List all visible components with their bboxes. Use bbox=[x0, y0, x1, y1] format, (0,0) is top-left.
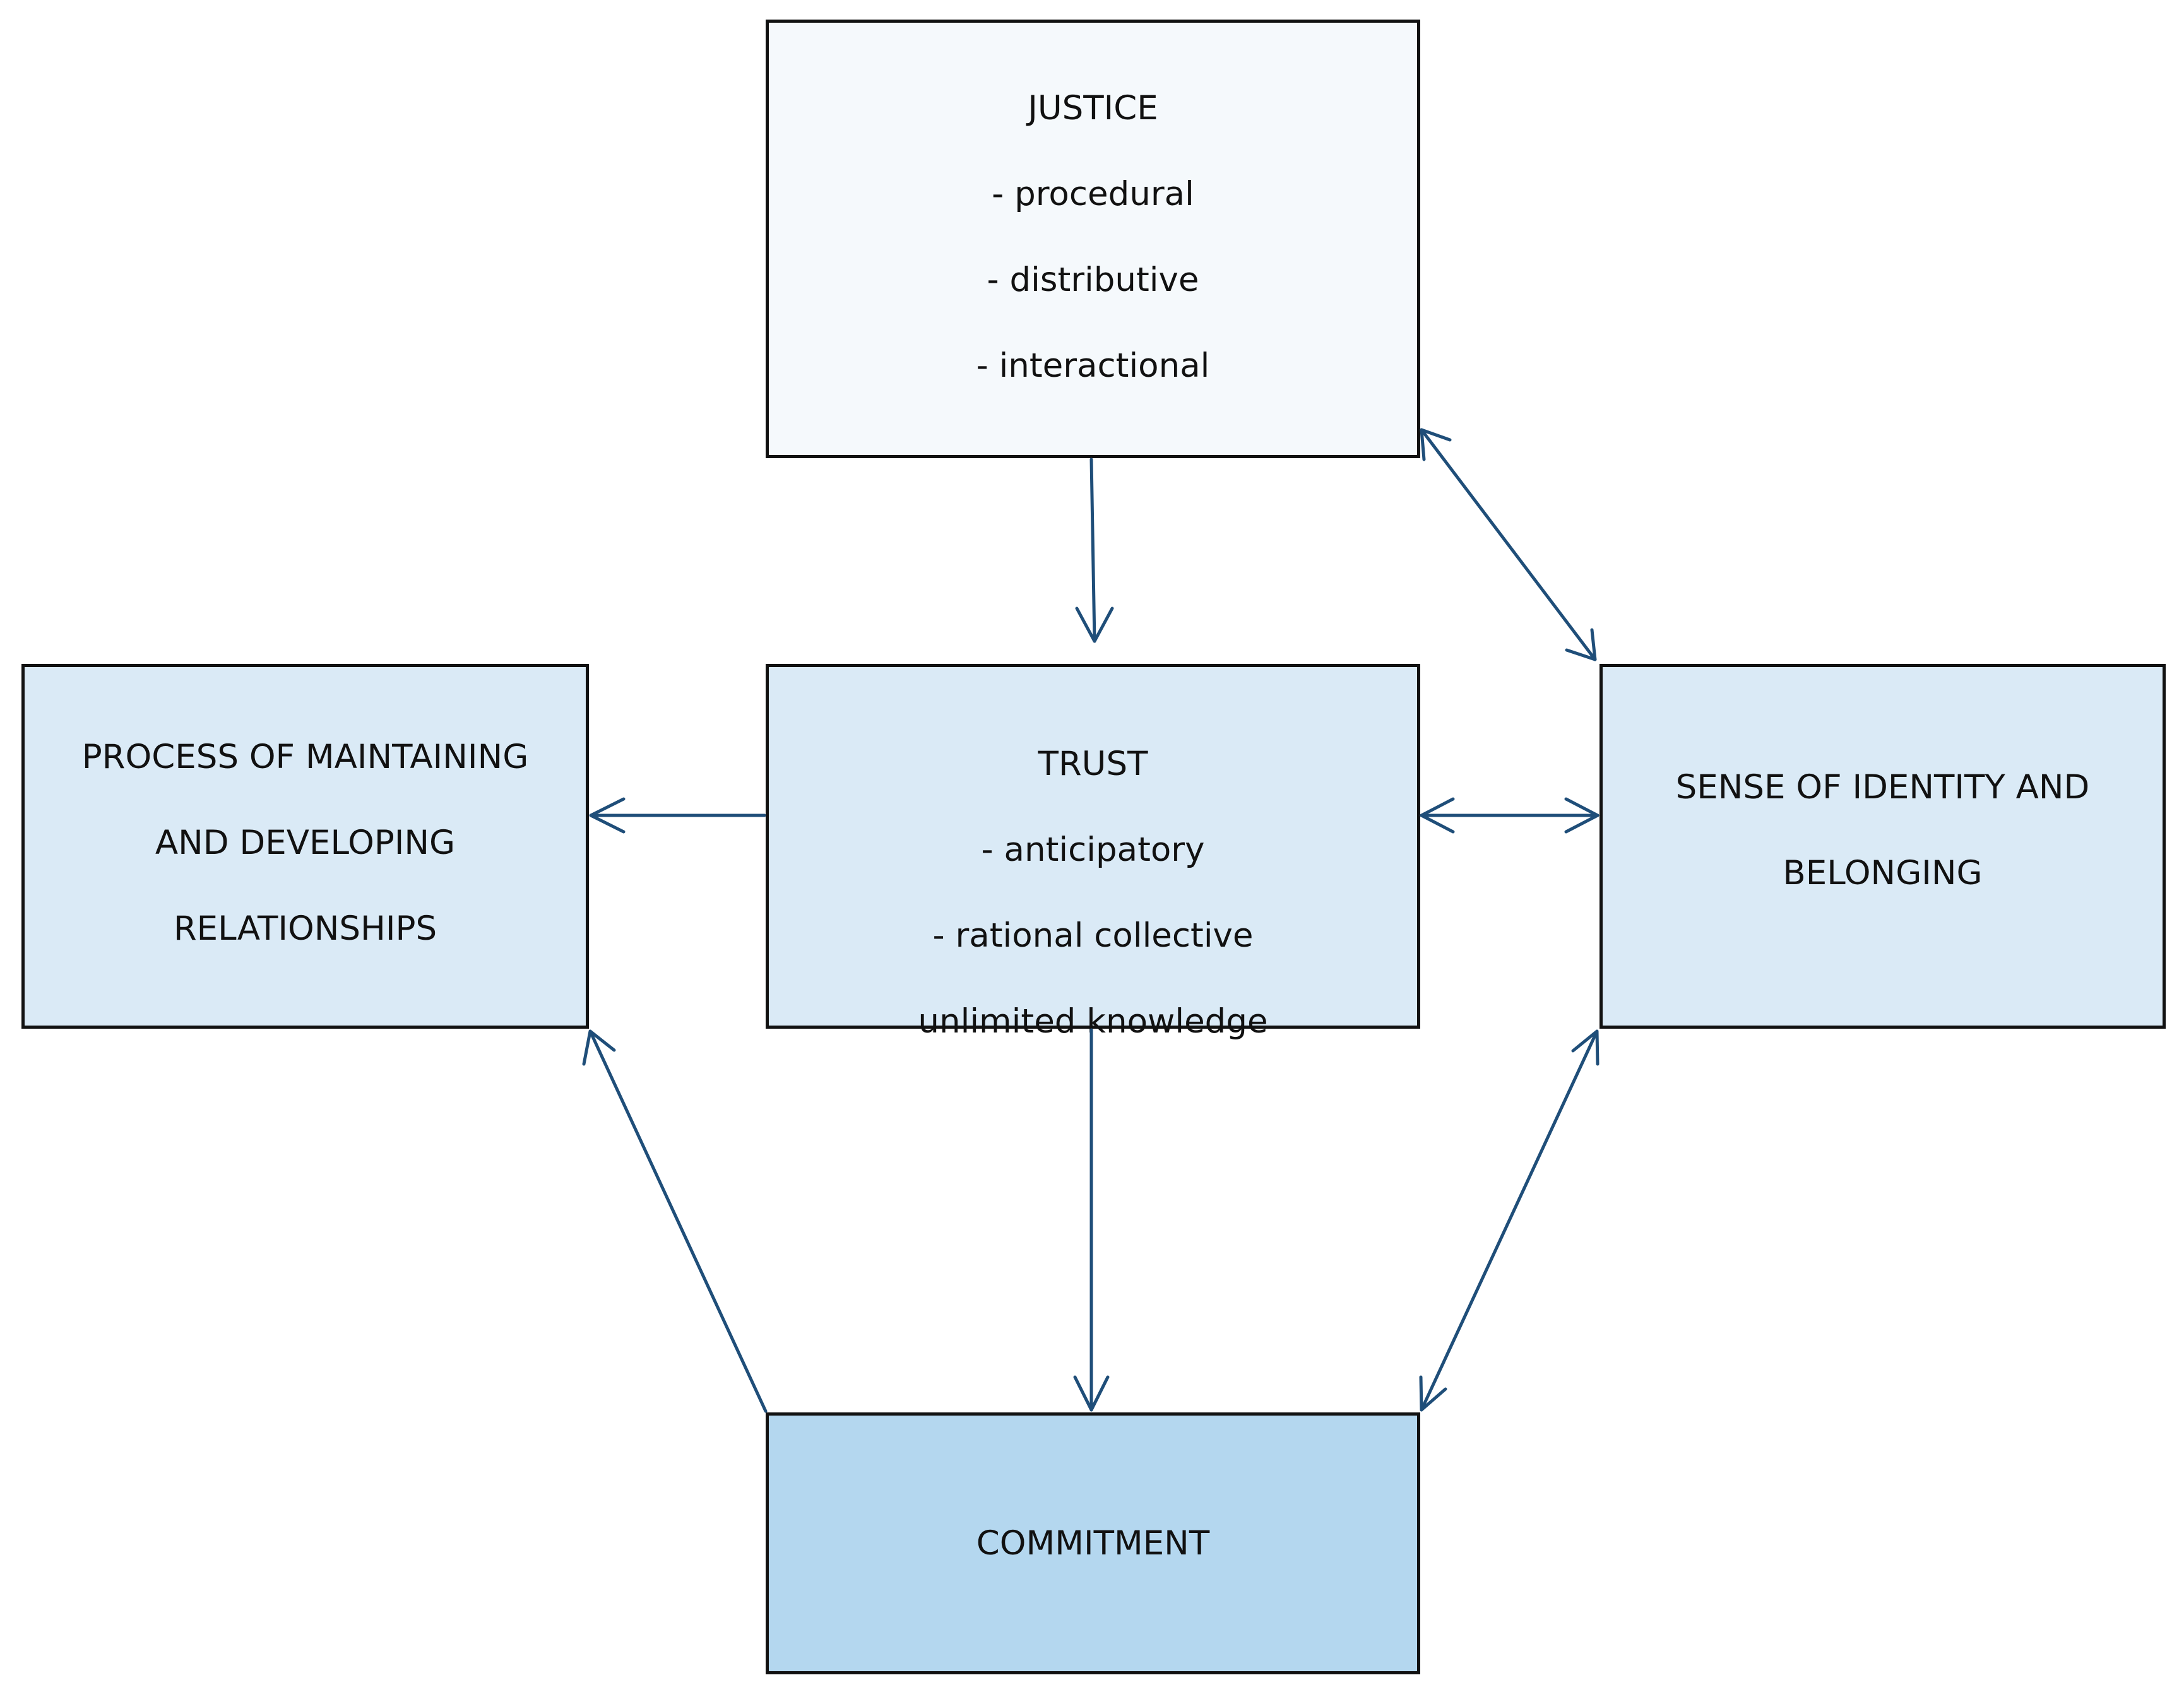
trust-item-unlimited-knowledge: unlimited knowledge bbox=[918, 1002, 1268, 1041]
justice-box: JUSTICE - procedural - distributive - in… bbox=[766, 20, 1420, 458]
arrow-trust-to-relationships bbox=[589, 797, 766, 834]
identity-line-1: SENSE OF IDENTITY AND bbox=[1675, 768, 2090, 807]
trust-item-rational-collective: - rational collective bbox=[932, 916, 1254, 955]
identity-box: SENSE OF IDENTITY AND BELONGING bbox=[1599, 664, 2166, 1029]
arrow-trust-to-commitment bbox=[1073, 1028, 1110, 1412]
relationships-line-2: AND DEVELOPING bbox=[155, 824, 456, 862]
arrow-justice-to-trust bbox=[1075, 458, 1114, 643]
justice-item-interactional: - interactional bbox=[976, 346, 1210, 385]
justice-item-distributive: - distributive bbox=[987, 261, 1199, 299]
trust-title: TRUST bbox=[1038, 745, 1148, 783]
justice-title: JUSTICE bbox=[1028, 89, 1158, 127]
arrow-justice-identity bbox=[1420, 428, 1597, 661]
arrow-commitment-to-relationships bbox=[582, 1029, 768, 1413]
trust-box: TRUST - anticipatory - rational collecti… bbox=[766, 664, 1420, 1041]
relationships-line-1: PROCESS OF MAINTAINING bbox=[81, 738, 529, 776]
justice-item-procedural: - procedural bbox=[992, 175, 1194, 213]
arrow-identity-commitment bbox=[1419, 1029, 1599, 1412]
identity-line-2: BELONGING bbox=[1783, 854, 1983, 892]
commitment-box: COMMITMENT bbox=[766, 1412, 1420, 1674]
relationships-line-3: RELATIONSHIPS bbox=[173, 909, 437, 948]
trust-item-anticipatory: - anticipatory bbox=[981, 831, 1205, 869]
arrow-trust-identity bbox=[1420, 797, 1599, 834]
commitment-label: COMMITMENT bbox=[976, 1523, 1210, 1563]
relationships-box: PROCESS OF MAINTAINING AND DEVELOPING RE… bbox=[21, 664, 589, 1029]
